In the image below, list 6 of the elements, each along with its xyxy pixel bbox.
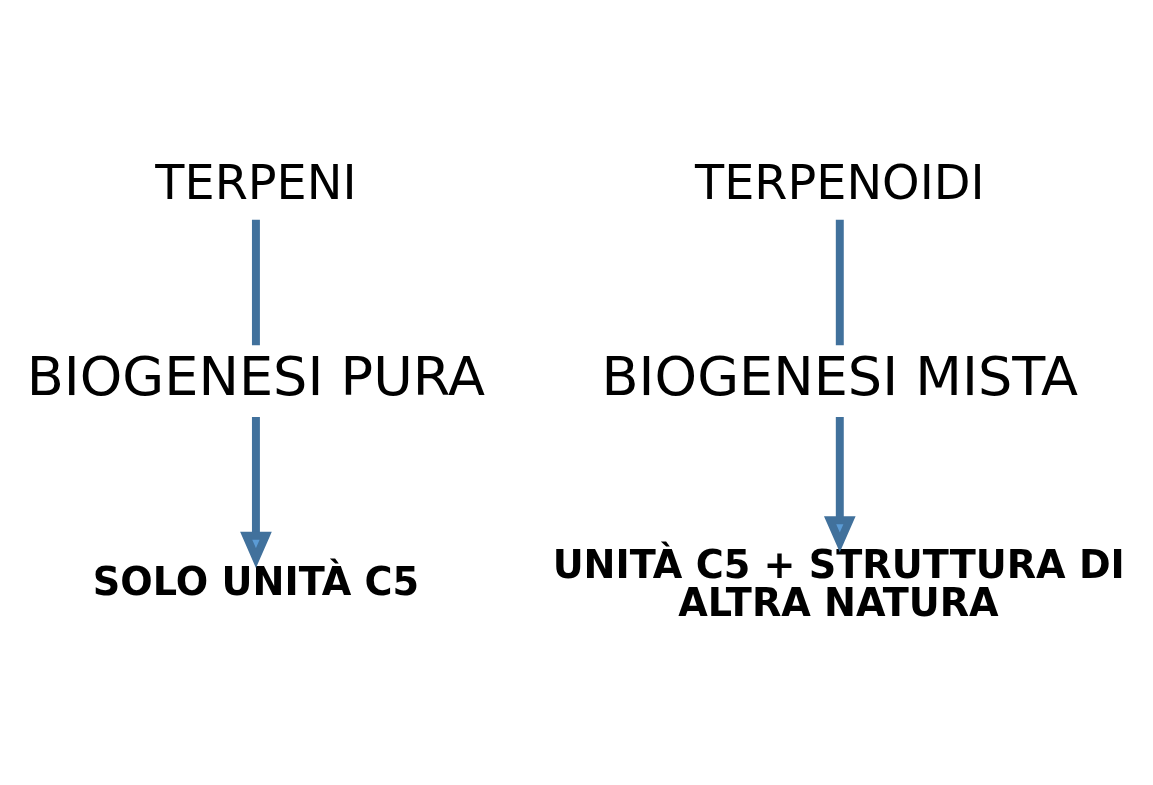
node-text: SOLO UNITÀ C5 — [92, 559, 420, 604]
node-text: TERPENOIDI — [695, 154, 985, 210]
node-text: BIOGENESI PURA — [26, 344, 486, 408]
node-text: UNITÀ C5 + STRUTTURA DI ALTRA NATURA — [552, 542, 1125, 625]
node-text: TERPENI — [155, 154, 357, 210]
node-text: BIOGENESI MISTA — [601, 344, 1079, 408]
